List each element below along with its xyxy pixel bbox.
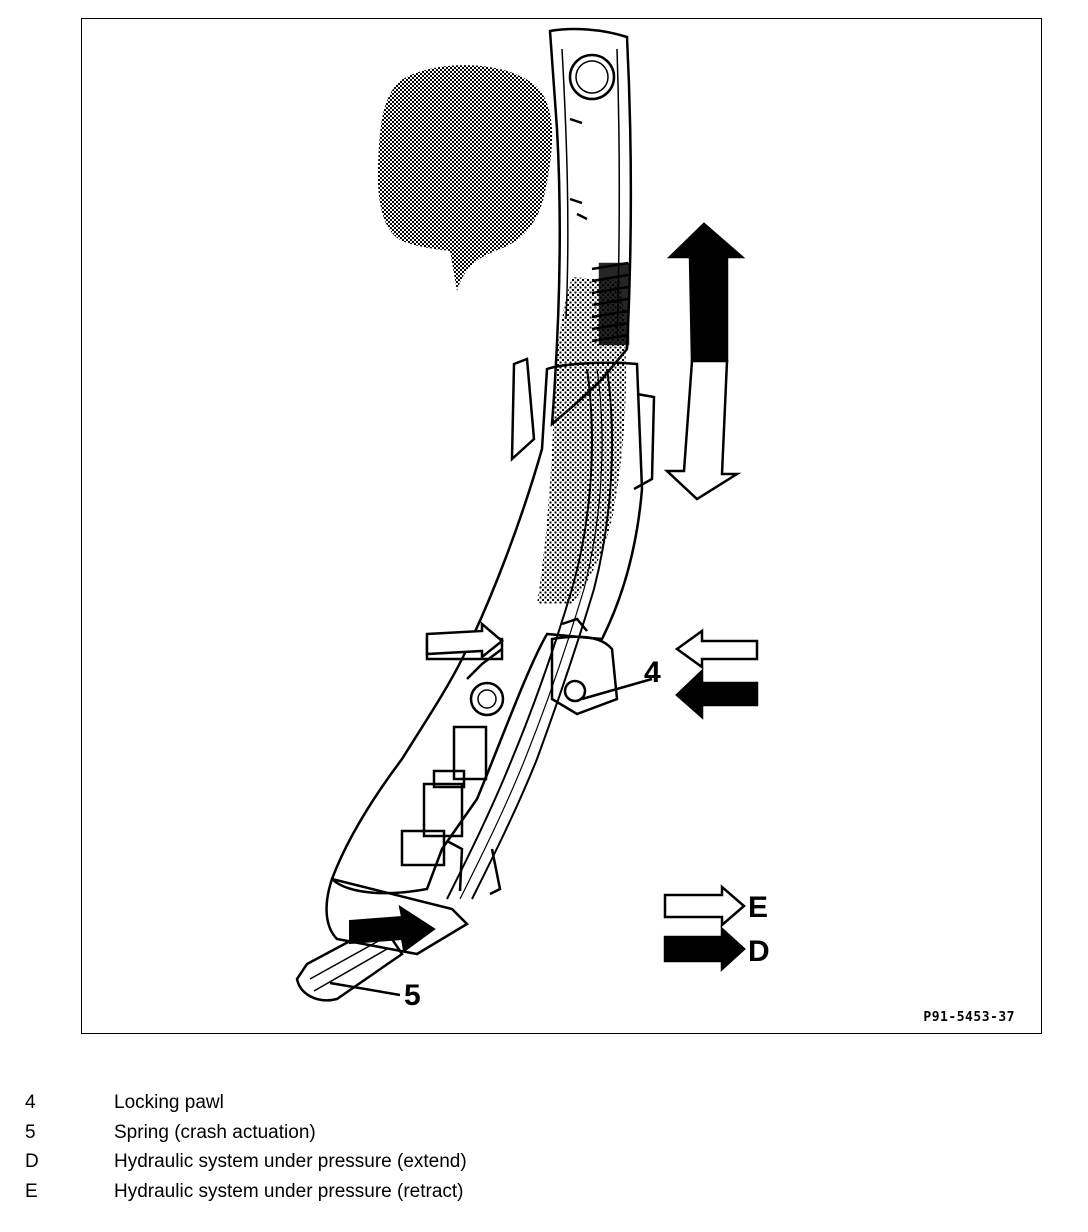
key-description: Locking pawl (114, 1092, 224, 1113)
key-id: D (25, 1151, 39, 1172)
callout-leader-5 (329, 981, 401, 997)
key-row: 4 Locking pawl (25, 1088, 1065, 1118)
rollover-bar-drawing: 4 5 E D (295, 27, 770, 1012)
key-description: Hydraulic system under pressure (extend) (114, 1151, 467, 1172)
figure-code: P91-5453-37 (923, 1010, 1015, 1025)
key-id: 4 (25, 1092, 36, 1113)
head-silhouette (377, 65, 553, 291)
legend-label-e: E (748, 891, 768, 924)
key-row: 5 Spring (crash actuation) (25, 1118, 1065, 1148)
coil-spring-upper (591, 261, 630, 346)
callout-5: 5 (404, 979, 421, 1012)
legend-outline-arrow (663, 884, 746, 928)
callout-4: 4 (644, 656, 661, 689)
arrow-legend (663, 884, 746, 972)
callout-leader-4 (581, 677, 653, 701)
locking-mechanism (295, 617, 619, 1002)
key-id: 5 (25, 1121, 36, 1143)
key-row: E Hydraulic system under pressure (retra… (25, 1177, 1065, 1207)
key-description: Spring (crash actuation) (114, 1121, 316, 1143)
diagram-figure: 4 5 E D P91-5453-37 (81, 18, 1042, 1034)
key-description: Hydraulic system under pressure (retract… (114, 1180, 464, 1202)
key-row: D Hydraulic system under pressure (exten… (25, 1147, 1065, 1177)
travel-double-arrow (663, 222, 746, 501)
spring-force-arrow (349, 904, 436, 953)
legend-key-list: 4 Locking pawl 5 Spring (crash actuation… (25, 1088, 1065, 1206)
guide-tube-shaded (537, 277, 627, 604)
legend-solid-arrow (663, 926, 746, 972)
pawl-arrows (425, 621, 759, 720)
key-id: E (25, 1180, 38, 1202)
cassette-housing (330, 357, 656, 900)
legend-label-d: D (748, 935, 770, 968)
